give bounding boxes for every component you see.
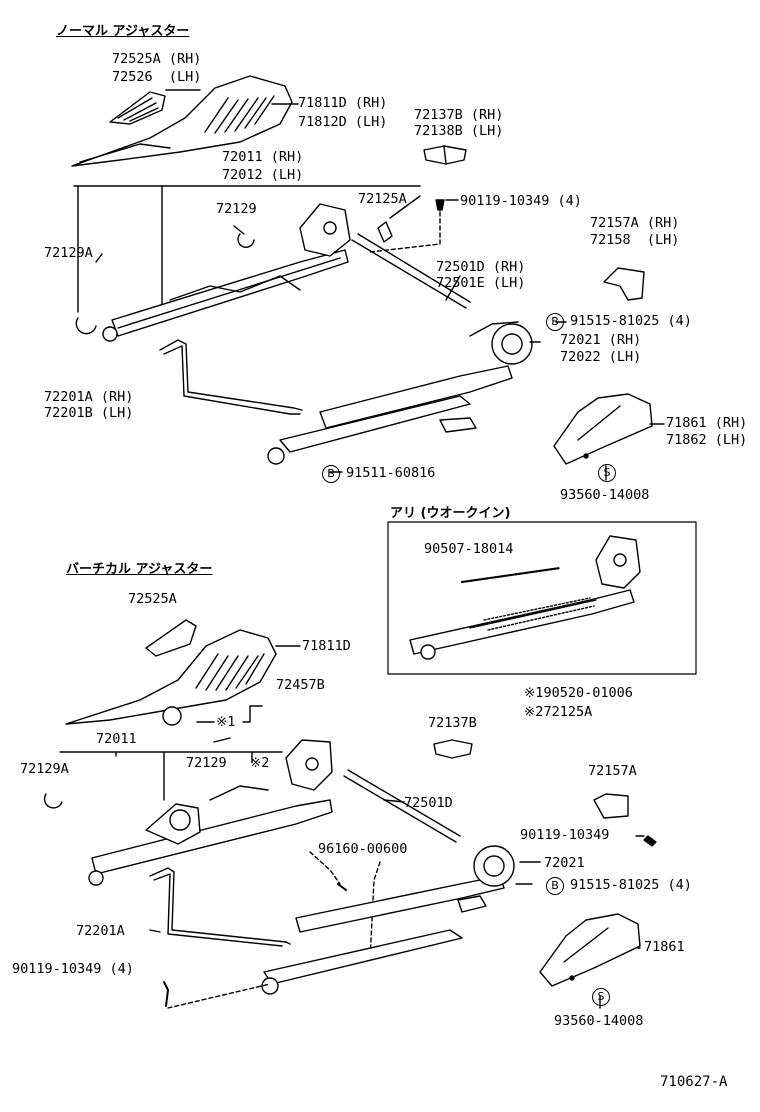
symbol-s-icon: S: [592, 988, 610, 1006]
spring-90507: [460, 566, 562, 584]
clip-72129a-bottom: [43, 793, 63, 809]
label-72201a-rh: 72201A (RH): [44, 389, 134, 405]
cover-71861-bottom: [539, 913, 641, 987]
label-72021: 72021: [544, 855, 585, 871]
label-72012-lh: 72012 (LH): [222, 167, 304, 183]
label-72129: 72129: [216, 201, 257, 217]
cover-72157a-bottom: [593, 793, 629, 819]
label-72157a-rh: 72157A (RH): [590, 215, 680, 231]
label-72011-rh: 72011 (RH): [222, 149, 304, 165]
label-72125a: 72125A: [358, 191, 407, 207]
clip-72129-top: [237, 233, 255, 248]
cover-72137b-bottom: [433, 739, 473, 759]
shield-top: [71, 75, 293, 167]
label-72525a: 72525A: [128, 591, 177, 607]
label-72501d-rh: 72501D (RH): [436, 259, 526, 275]
walkin-rail: [409, 535, 641, 660]
clip-72129a-top: [75, 317, 97, 335]
label-93560-14008: 93560-14008: [554, 1013, 644, 1029]
label-72457b: 72457B: [276, 677, 325, 693]
knob-cover-top: [109, 91, 166, 125]
section-vertical-adjuster: バーチカル アジャスター: [66, 562, 213, 577]
walkin-frame: [387, 521, 697, 675]
bar-72201a-top: [159, 339, 303, 411]
symbol-b-icon: B: [546, 877, 564, 895]
label-72501d: 72501D: [404, 795, 453, 811]
label-90507-18014: 90507-18014: [424, 541, 514, 557]
symbol-b-icon: B: [322, 465, 340, 483]
label-72501e-lh: 72501E (LH): [436, 275, 526, 291]
symbol-b-icon: B: [546, 313, 564, 331]
label-71811d: 71811D: [302, 638, 351, 654]
label-71861-rh: 71861 (RH): [666, 415, 748, 431]
gear-72457b: [162, 706, 182, 726]
label-72129a: 72129A: [20, 761, 69, 777]
label-91511-60816: 91511-60816: [346, 465, 436, 481]
cover-72157a-top: [603, 267, 645, 301]
clip-96160: [337, 883, 347, 891]
rod-72501d-bottom: [343, 769, 461, 843]
label-90119-10349-4: 90119-10349 (4): [12, 961, 134, 977]
label-72137b-rh: 72137B (RH): [414, 107, 504, 123]
label-72157a: 72157A: [588, 763, 637, 779]
label-72022-lh: 72022 (LH): [560, 349, 642, 365]
figure-id: 710627-A: [660, 1074, 728, 1090]
section-normal-adjuster: ノーマル アジャスター: [56, 24, 190, 39]
label-72129a: 72129A: [44, 245, 93, 261]
label-72138b-lh: 72138B (LH): [414, 123, 504, 139]
label-72158-lh: 72158 (LH): [590, 232, 680, 248]
outer-rail-bottom: [261, 845, 515, 995]
shield-bottom: [65, 629, 277, 725]
label-71861: 71861: [644, 939, 685, 955]
mark-1: ※1: [216, 714, 236, 730]
label-72137b: 72137B: [428, 715, 477, 731]
mark-2: ※2: [250, 755, 270, 771]
clip-72125a-top: [377, 221, 393, 243]
inner-rail-bottom: [88, 739, 333, 886]
label-72525a-rh: 72525A (RH): [112, 51, 202, 67]
label-72526-lh: 72526 (LH): [112, 69, 202, 85]
label-72201b-lh: 72201B (LH): [44, 405, 134, 421]
label-72021-rh: 72021 (RH): [560, 332, 642, 348]
label-91515-81025: 91515-81025 (4): [570, 877, 692, 893]
cover-72137b-top: [423, 145, 467, 165]
label-71862-lh: 71862 (LH): [666, 432, 748, 448]
label-71812d-lh: 71812D (LH): [298, 114, 388, 130]
bolt-90119-bottom-left: [163, 981, 169, 1007]
label-90119-10349: 90119-10349: [520, 827, 610, 843]
note-190520-01006: ※190520-01006: [524, 685, 633, 701]
label-91515-81025: 91515-81025 (4): [570, 313, 692, 329]
label-72201a: 72201A: [76, 923, 125, 939]
label-93560-14008: 93560-14008: [560, 487, 650, 503]
label-96160-00600: 96160-00600: [318, 841, 408, 857]
label-72011: 72011: [96, 731, 137, 747]
note-272125a: ※272125A: [524, 704, 593, 720]
label-71811d-rh: 71811D (RH): [298, 95, 388, 111]
section-walkin: アリ (ウオークイン): [390, 506, 511, 521]
inner-rail-top: [102, 203, 351, 342]
bolt-90119-top: [435, 199, 445, 211]
symbol-s-icon: S: [598, 464, 616, 482]
label-72129: 72129: [186, 755, 227, 771]
bar-72201a-bottom: [149, 867, 291, 945]
outer-rail-top: [267, 321, 533, 465]
knob-cover-bottom: [145, 619, 197, 657]
label-90119-10349: 90119-10349 (4): [460, 193, 582, 209]
bolt-90119-bottom: [643, 835, 657, 847]
cover-71861-top: [553, 393, 653, 465]
